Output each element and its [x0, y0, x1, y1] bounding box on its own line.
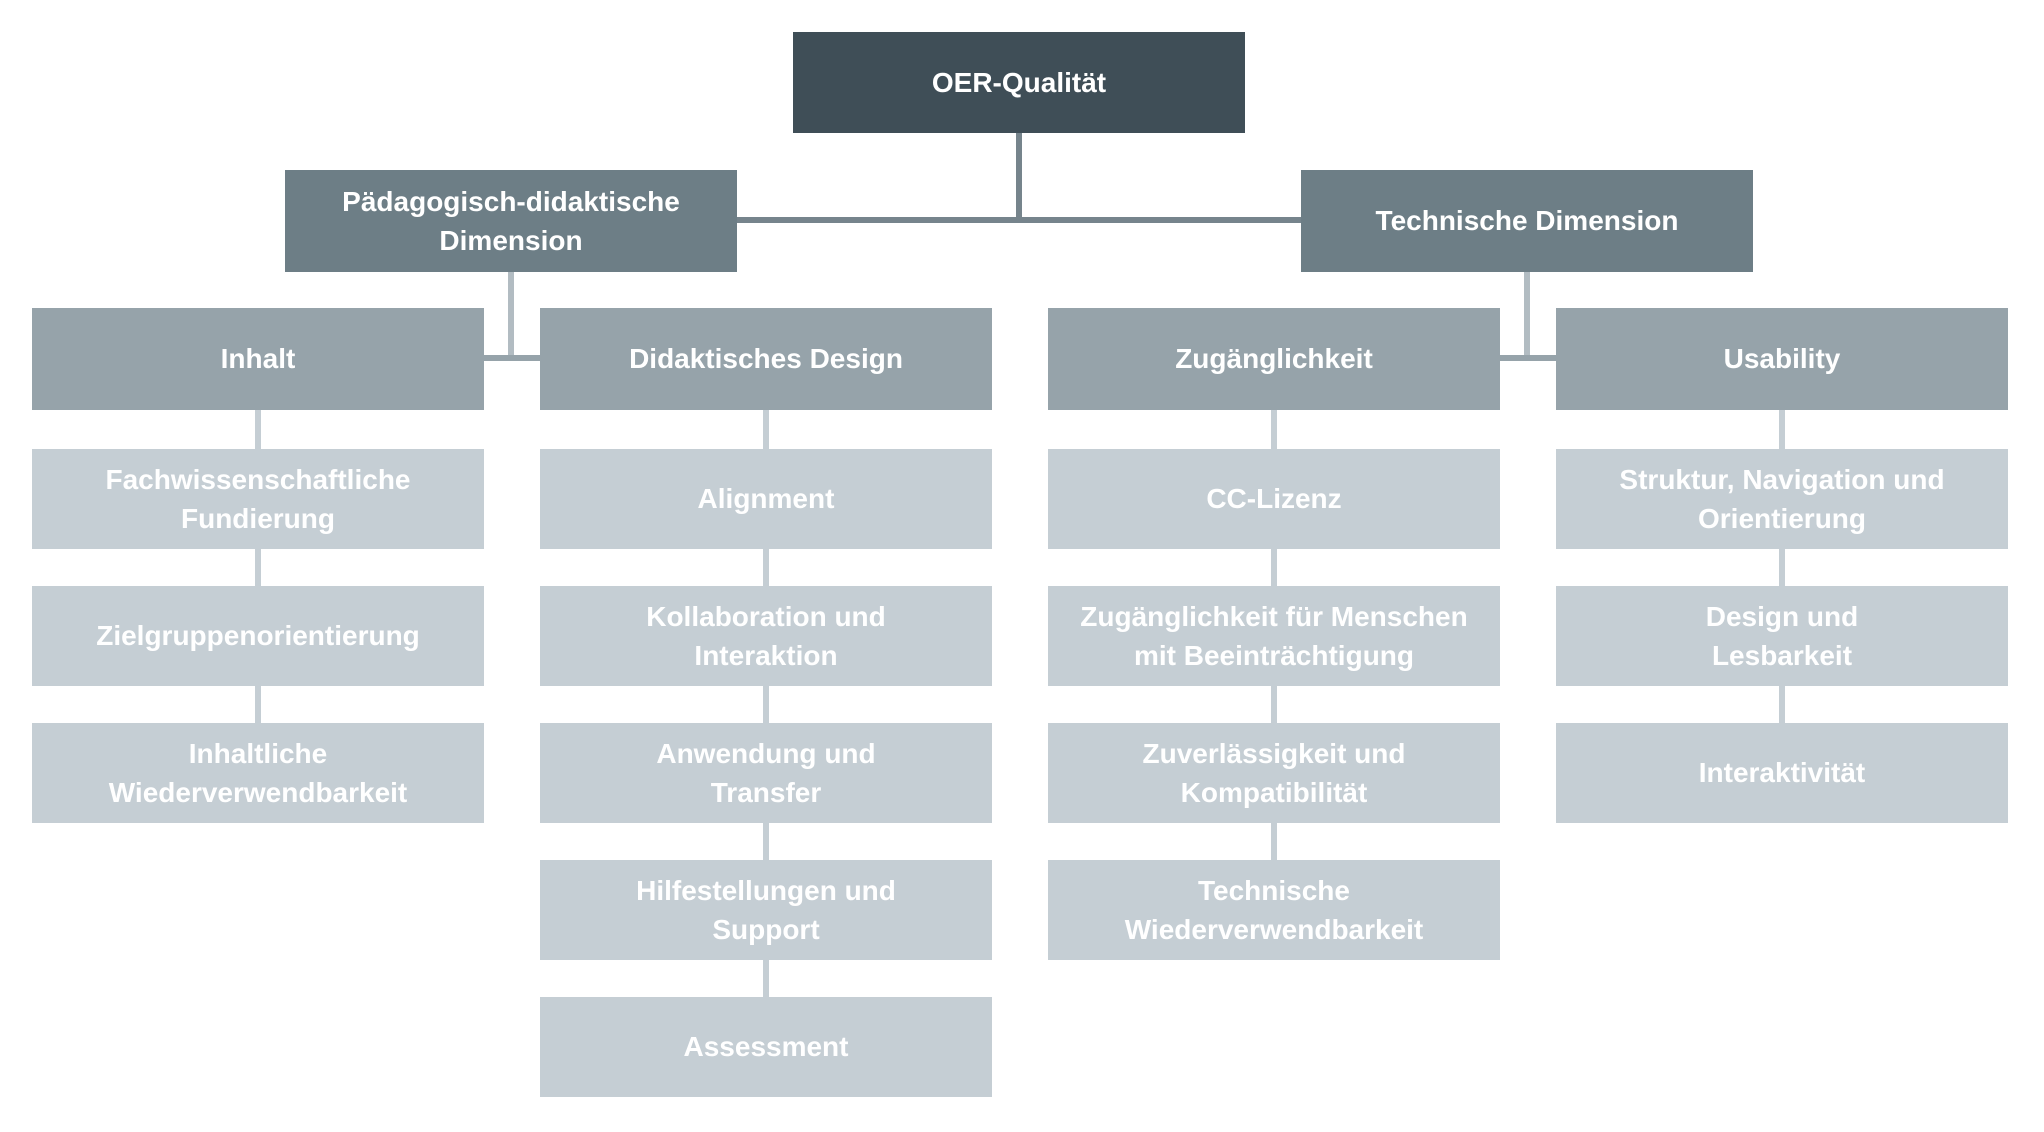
connector-col4-gap2	[1779, 549, 1785, 586]
node-assessment: Assessment	[540, 997, 992, 1097]
node-fachwissenschaftliche-fundierung: Fachwissenschaftliche Fundierung	[32, 449, 484, 549]
node-didaktisches-design: Didaktisches Design	[540, 308, 992, 410]
connector-paedagogisch-vertical	[508, 272, 514, 361]
node-zugaenglichkeit: Zugänglichkeit	[1048, 308, 1500, 410]
connector-col2-gap2	[763, 549, 769, 586]
connector-col3-gap1	[1271, 410, 1277, 449]
connector-col1-gap1	[255, 410, 261, 449]
connector-col4-gap3	[1779, 686, 1785, 723]
connector-col3-gap3	[1271, 686, 1277, 723]
node-inhaltliche-wiederverwendbarkeit: Inhaltliche Wiederverwendbarkeit	[32, 723, 484, 823]
node-inhalt: Inhalt	[32, 308, 484, 410]
connector-zugaenglichkeit-usability-horizontal	[1500, 355, 1556, 361]
node-technische-dimension: Technische Dimension	[1301, 170, 1753, 272]
connector-col2-gap4	[763, 823, 769, 860]
connector-col1-gap2	[255, 549, 261, 586]
node-alignment: Alignment	[540, 449, 992, 549]
connector-root-vertical	[1016, 133, 1022, 223]
node-paedagogisch-didaktische-dimension: Pädagogisch-didaktische Dimension	[285, 170, 737, 272]
node-zuverlaessigkeit-und-kompatibilitaet: Zuverlässigkeit und Kompatibilität	[1048, 723, 1500, 823]
node-usability: Usability	[1556, 308, 2008, 410]
node-oer-qualitaet: OER-Qualität	[793, 32, 1245, 133]
node-zielgruppenorientierung: Zielgruppenorientierung	[32, 586, 484, 686]
connector-branches-horizontal	[737, 217, 1302, 223]
node-hilfestellungen-und-support: Hilfestellungen und Support	[540, 860, 992, 960]
connector-col3-gap2	[1271, 549, 1277, 586]
node-zugaenglichkeit-fuer-menschen: Zugänglichkeit für Menschen mit Beeinträ…	[1048, 586, 1500, 686]
connector-col2-gap3	[763, 686, 769, 723]
node-kollaboration-und-interaktion: Kollaboration und Interaktion	[540, 586, 992, 686]
connector-col4-gap1	[1779, 410, 1785, 449]
connector-col3-gap4	[1271, 823, 1277, 860]
connector-inhalt-didaktisches-horizontal	[484, 355, 540, 361]
node-cc-lizenz: CC-Lizenz	[1048, 449, 1500, 549]
connector-technische-vertical	[1524, 272, 1530, 361]
node-anwendung-und-transfer: Anwendung und Transfer	[540, 723, 992, 823]
connector-col2-gap5	[763, 960, 769, 997]
connector-col1-gap3	[255, 686, 261, 723]
node-design-und-lesbarkeit: Design und Lesbarkeit	[1556, 586, 2008, 686]
connector-col2-gap1	[763, 410, 769, 449]
node-struktur-navigation-orientierung: Struktur, Navigation und Orientierung	[1556, 449, 2008, 549]
node-interaktivitaet: Interaktivität	[1556, 723, 2008, 823]
node-technische-wiederverwendbarkeit: Technische Wiederverwendbarkeit	[1048, 860, 1500, 960]
